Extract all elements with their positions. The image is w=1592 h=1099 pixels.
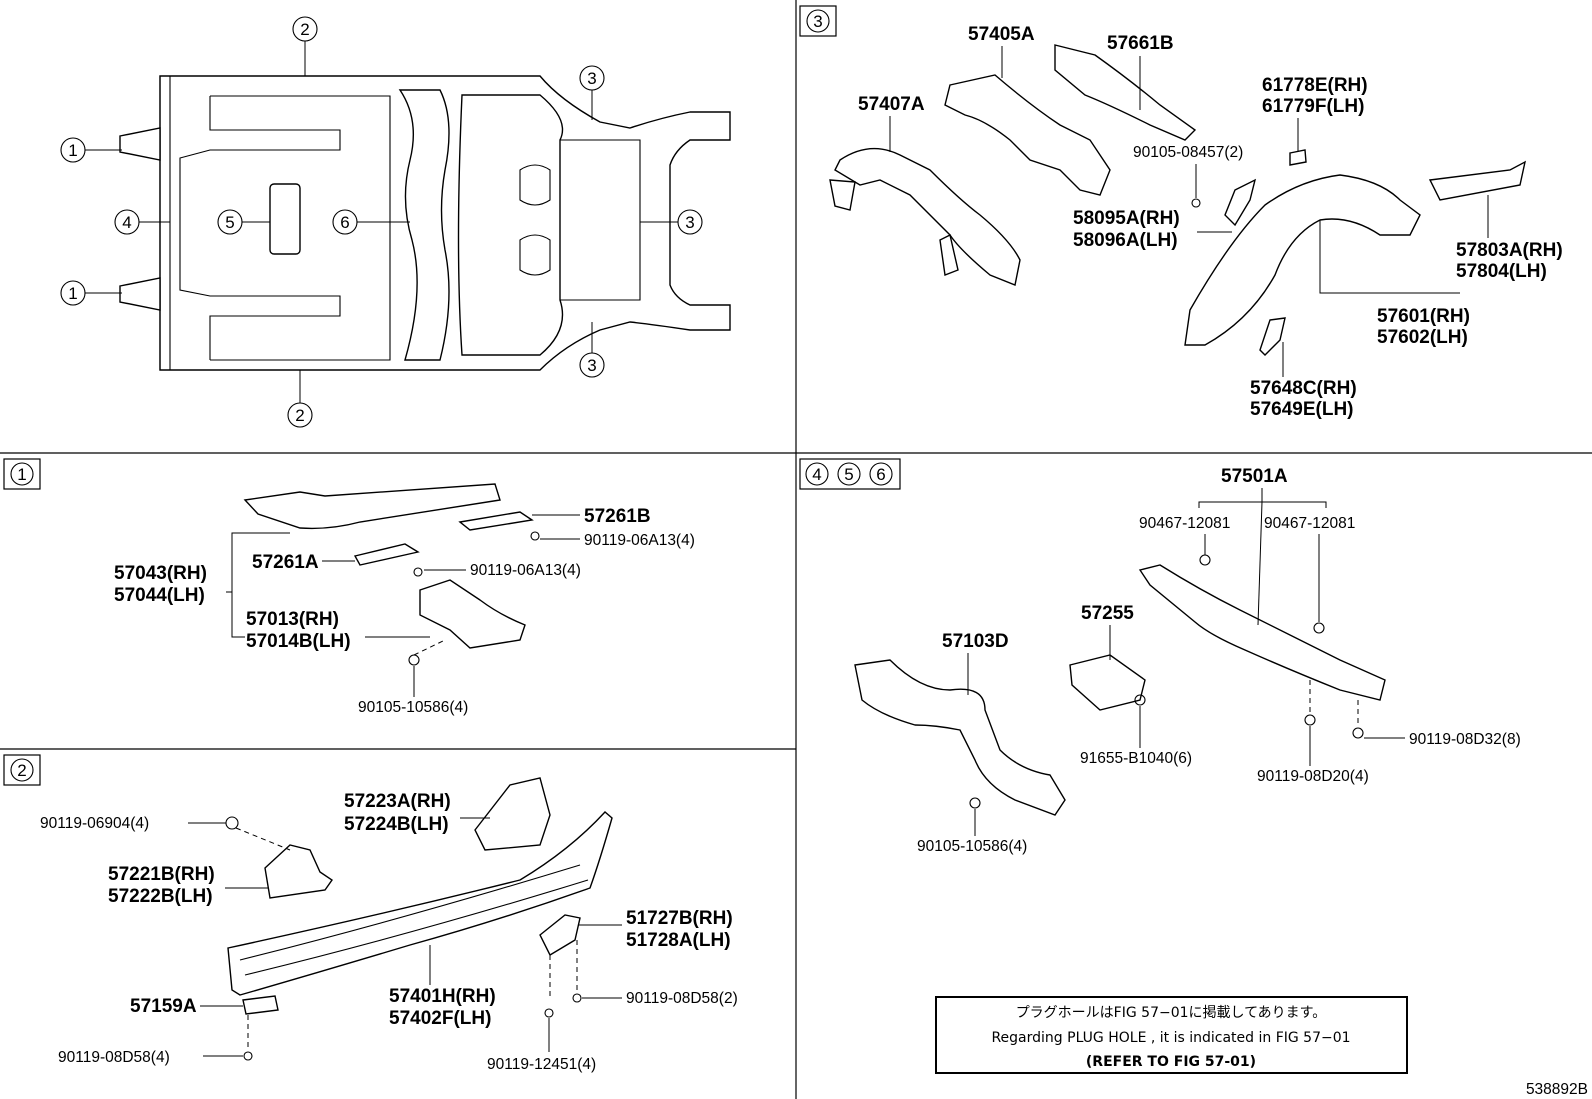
- label-57402F: 57402F(LH): [389, 1008, 491, 1029]
- label-90119-08D58-2: 90119-08D58(2): [626, 990, 738, 1007]
- callout-2-top: 2: [300, 20, 309, 39]
- label-91655-B1040: 91655-B1040(6): [1080, 750, 1192, 767]
- label-57223A: 57223A(RH): [344, 791, 451, 812]
- label-57043: 57043(RH): [114, 563, 207, 584]
- section-6-tag: 6: [876, 465, 885, 484]
- label-90105-08457: 90105-08457(2): [1133, 144, 1243, 161]
- note-reference: (REFER TO FIG 57-01): [1086, 1054, 1256, 1070]
- note-english: Regarding PLUG HOLE , it is indicated in…: [991, 1030, 1350, 1046]
- label-57405A: 57405A: [968, 24, 1035, 45]
- callout-1-top: 1: [68, 141, 77, 160]
- label-90119-06A13-a: 90119-06A13(4): [584, 532, 695, 549]
- label-57224B: 57224B(LH): [344, 814, 449, 835]
- section-5-tag: 5: [844, 465, 853, 484]
- label-57804: 57804(LH): [1456, 261, 1547, 282]
- label-90105-10586-s1: 90105-10586(4): [358, 699, 468, 716]
- label-61779F: 61779F(LH): [1262, 96, 1364, 117]
- label-57014B: 57014B(LH): [246, 631, 351, 652]
- note-japanese: プラグホールはFIG 57−01に掲載してあります。: [1016, 1005, 1327, 1021]
- callout-2-bottom: 2: [295, 406, 304, 425]
- label-57255: 57255: [1081, 603, 1134, 624]
- label-90467-12081-b: 90467-12081: [1264, 515, 1355, 532]
- label-57159A: 57159A: [130, 996, 197, 1017]
- label-90119-08D58-4: 90119-08D58(4): [58, 1049, 170, 1066]
- label-58096A: 58096A(LH): [1073, 230, 1178, 251]
- label-90119-12451: 90119-12451(4): [487, 1056, 596, 1073]
- label-57044: 57044(LH): [114, 585, 205, 606]
- label-51728A: 51728A(LH): [626, 930, 731, 951]
- label-57803A: 57803A(RH): [1456, 240, 1563, 261]
- callout-6: 6: [340, 213, 349, 232]
- label-90119-08D20: 90119-08D20(4): [1257, 768, 1369, 785]
- label-90105-10586-s456: 90105-10586(4): [917, 838, 1027, 855]
- callout-1-bottom: 1: [68, 284, 77, 303]
- section-3-tag: 3: [813, 12, 822, 31]
- label-57013: 57013(RH): [246, 609, 339, 630]
- label-51727B: 51727B(RH): [626, 908, 733, 929]
- label-57103D: 57103D: [942, 631, 1009, 652]
- label-57648C: 57648C(RH): [1250, 378, 1357, 399]
- label-57407A: 57407A: [858, 94, 925, 115]
- label-90119-06A13-b: 90119-06A13(4): [470, 562, 581, 579]
- callout-4: 4: [122, 213, 131, 232]
- label-90119-08D32: 90119-08D32(8): [1409, 731, 1521, 748]
- label-57601: 57601(RH): [1377, 306, 1470, 327]
- section-4-tag: 4: [812, 465, 821, 484]
- label-57602: 57602(LH): [1377, 327, 1468, 348]
- overview-callouts: 2 2 1 1 4 5 6 3 3 3: [60, 16, 703, 428]
- label-57661B: 57661B: [1107, 33, 1174, 54]
- label-57649E: 57649E(LH): [1250, 399, 1354, 420]
- label-57222B: 57222B(LH): [108, 886, 213, 907]
- label-57221B: 57221B(RH): [108, 864, 215, 885]
- label-58095A: 58095A(RH): [1073, 208, 1180, 229]
- section-1: 1 57261B 90119-06A13(4) 57261A 90119-06A…: [3, 458, 695, 716]
- callout-3-bottom: 3: [587, 356, 596, 375]
- label-61778E: 61778E(RH): [1262, 75, 1368, 96]
- label-90119-06904: 90119-06904(4): [40, 815, 149, 832]
- label-57401H: 57401H(RH): [389, 986, 496, 1007]
- label-57501A: 57501A: [1221, 466, 1288, 487]
- label-57261B: 57261B: [584, 506, 651, 527]
- callout-5: 5: [225, 213, 234, 232]
- label-57261A: 57261A: [252, 552, 319, 573]
- section-2: 2 57223A(RH) 57224B(LH) 90119-06904(4) 5…: [3, 754, 738, 1073]
- section-456: 4 5 6 57501A 90467-12081 90467-12081 572…: [799, 458, 1521, 1074]
- section-3: 3 57405A 57661B 57407A 61778E(RH) 61779F…: [799, 5, 1563, 420]
- diagram-id: 538892B: [1526, 1081, 1588, 1098]
- callout-3-top: 3: [587, 69, 596, 88]
- callout-3-right: 3: [685, 213, 694, 232]
- section-2-tag: 2: [17, 761, 26, 780]
- overview-panel: [119, 75, 731, 371]
- label-90467-12081-a: 90467-12081: [1139, 515, 1230, 532]
- section-1-tag: 1: [17, 465, 26, 484]
